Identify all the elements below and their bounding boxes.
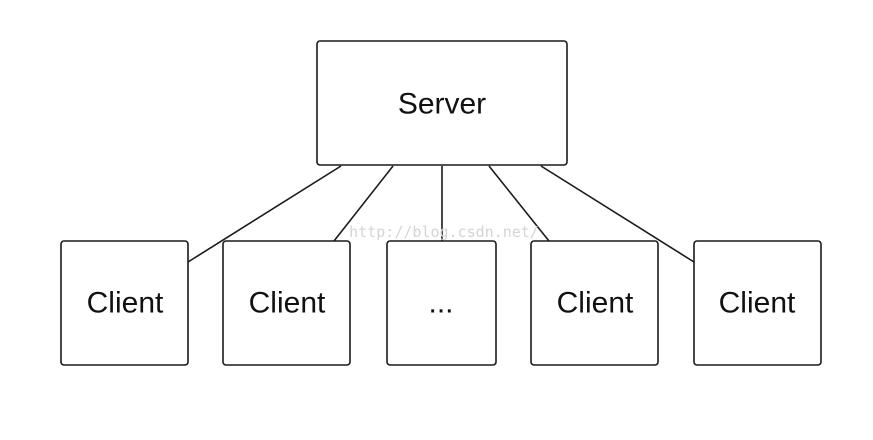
- ellipsis-label: ...: [428, 287, 453, 320]
- client-box: [60, 240, 189, 366]
- edge-server-client-1: [187, 165, 342, 263]
- edge-server-client-4: [540, 165, 695, 263]
- client-node-1: Client: [60, 240, 189, 366]
- server-box: [316, 40, 568, 166]
- client-box: [222, 240, 351, 366]
- edge-server-client-2: [333, 165, 394, 242]
- client-label: Client: [87, 287, 164, 320]
- client-node-3: Client: [530, 240, 659, 366]
- client-label: Client: [249, 287, 326, 320]
- client-label: Client: [719, 287, 796, 320]
- edges: [187, 165, 695, 263]
- ellipsis-box: [386, 240, 497, 366]
- server-node: Server: [316, 40, 568, 166]
- client-node-4: Client: [693, 240, 822, 366]
- ellipsis-node: ...: [386, 240, 497, 366]
- client-label: Client: [557, 287, 634, 320]
- watermark-text: http://blog.csdn.net/: [349, 223, 539, 241]
- edge-server-client-3: [488, 165, 550, 242]
- client-box: [693, 240, 822, 366]
- client-node-2: Client: [222, 240, 351, 366]
- server-label: Server: [398, 88, 486, 121]
- client-box: [530, 240, 659, 366]
